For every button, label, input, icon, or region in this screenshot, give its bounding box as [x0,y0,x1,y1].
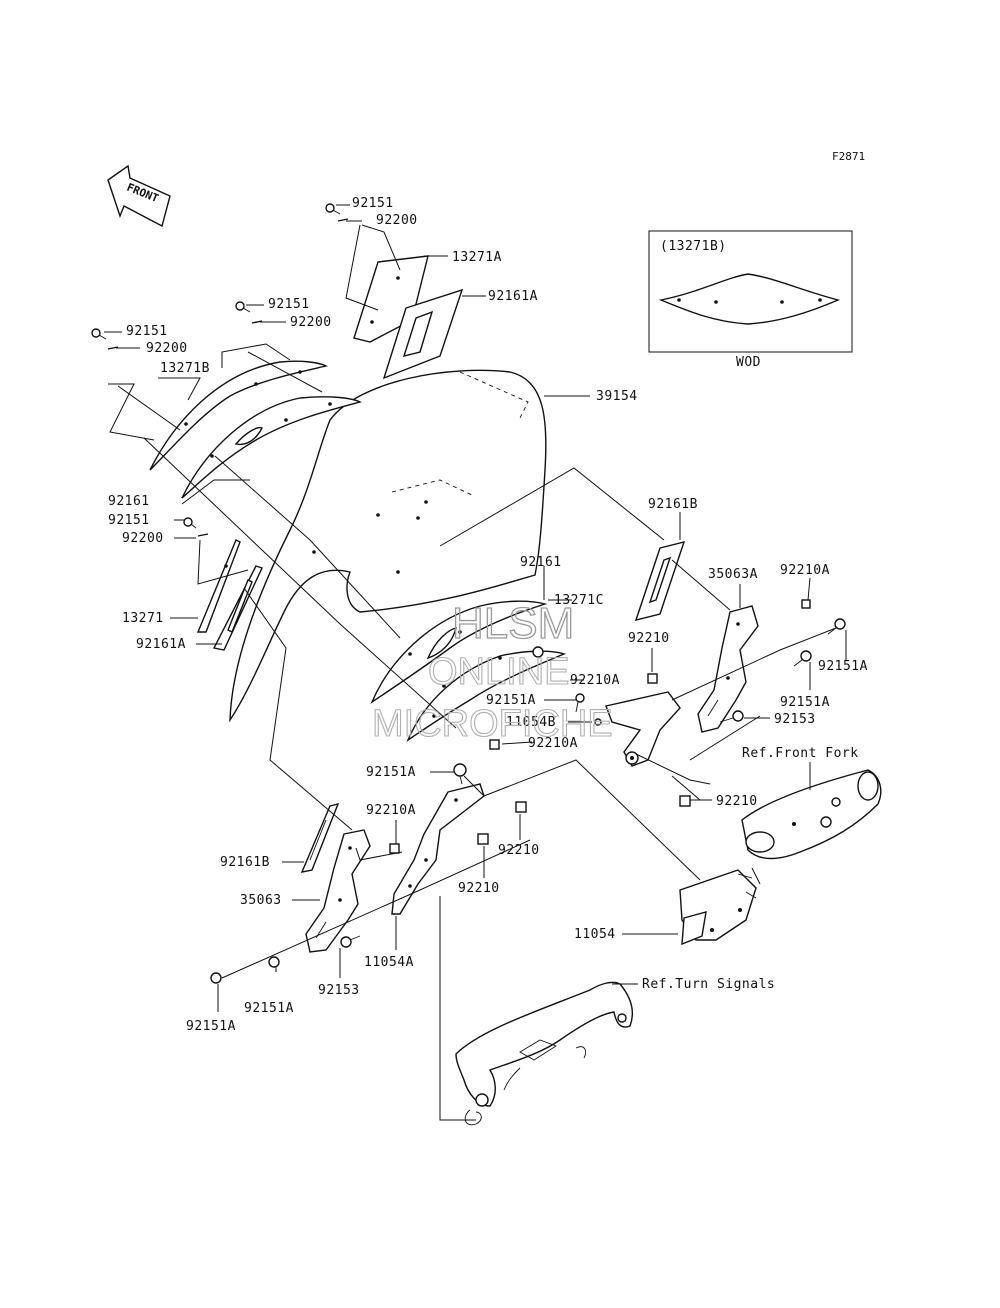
label-92200: 92200 [146,341,188,356]
figure-code: F2871 [832,150,865,163]
label-92210: 92210 [458,881,500,896]
cover-13271c [370,600,566,742]
label-92200: 92200 [290,315,332,330]
label-39154: 39154 [596,389,638,404]
label-92210a: 92210A [780,563,830,578]
label-92210: 92210 [498,843,540,858]
label-92151a: 92151A [366,765,416,780]
label-35063: 35063 [240,893,282,908]
windshield-39154 [229,369,547,723]
front-fork-ref [741,769,882,860]
label-92151: 92151 [268,297,310,312]
label-92151a: 92151A [244,1001,294,1016]
cover-13271b [149,360,362,499]
label-11054b: 11054B [506,715,556,730]
label-13271a: 13271A [452,250,502,265]
cover-13271a [353,255,464,380]
part-labels: 92151 92200 13271A 92161A 92151 92200 92… [108,196,868,1034]
label-92210a: 92210A [528,736,578,751]
label-92210: 92210 [628,631,670,646]
label-ref-front-fork: Ref.Front Fork [742,746,859,761]
watermark-line-1: HLSM [452,599,574,648]
front-arrow-icon: FRONT [107,164,171,228]
pad-92161b-left [300,802,340,873]
watermark-line-2: ONLINE [428,651,569,693]
label-92151a: 92151A [780,695,830,710]
label-92210: 92210 [716,794,758,809]
label-35063a: 35063A [708,567,758,582]
label-92200: 92200 [122,531,164,546]
label-92151a: 92151A [818,659,868,674]
bracket-35063a [697,605,759,733]
label-92151a: 92151A [186,1019,236,1034]
label-92161: 92161 [108,494,150,509]
label-13271: 13271 [122,611,164,626]
bracket-11054a [391,783,485,915]
turn-signals-ref [455,981,634,1126]
bracket-11054 [679,869,757,946]
wod-inset-footer: WOD [736,355,761,370]
label-11054: 11054 [574,927,616,942]
wod-inset-title: (13271B) [660,239,727,254]
label-13271b: 13271B [160,361,210,376]
watermark: HLSM ONLINE MICROFICHE [371,598,613,745]
label-92153: 92153 [318,983,360,998]
label-92151: 92151 [352,196,394,211]
label-92210a: 92210A [366,803,416,818]
fasteners [91,203,846,984]
label-92151a: 92151A [486,693,536,708]
wod-inset-box: (13271B) WOD [648,230,853,370]
label-92210a: 92210A [570,673,620,688]
label-ref-turn-signals: Ref.Turn Signals [642,977,775,992]
label-92161b: 92161B [648,497,698,512]
label-92153: 92153 [774,712,816,727]
leader-lines [104,204,847,1121]
label-92161: 92161 [520,555,562,570]
label-11054a: 11054A [364,955,414,970]
label-92161b: 92161B [220,855,270,870]
cover-13271 [196,539,263,651]
pad-92161b-right [634,541,686,621]
label-92161a: 92161A [136,637,186,652]
label-92200: 92200 [376,213,418,228]
label-92151: 92151 [108,513,150,528]
bracket-11054b [605,691,681,767]
label-92151: 92151 [126,324,168,339]
label-13271c: 13271C [554,593,604,608]
watermark-line-3: MICROFICHE [372,703,613,745]
label-92161a: 92161A [488,289,538,304]
